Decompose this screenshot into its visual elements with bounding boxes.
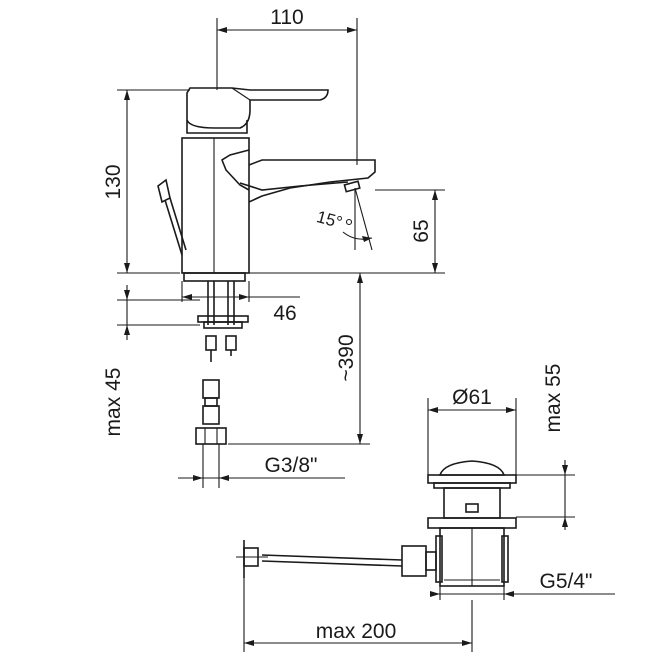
dimension-hose-length: ~390 bbox=[228, 273, 370, 445]
dimension-width-top: 110 bbox=[216, 6, 358, 165]
dimension-waste-diameter: Ø61 bbox=[427, 386, 517, 475]
dimension-height-body: 130 bbox=[102, 89, 190, 274]
dimension-inlet-thread: G3/8" bbox=[178, 444, 345, 488]
dim-label-130: 130 bbox=[102, 164, 125, 199]
dimension-spout-height: 65 bbox=[249, 189, 445, 274]
dim-label-46: 46 bbox=[273, 302, 296, 325]
dimension-angle: 15° bbox=[315, 187, 373, 251]
faucet-body bbox=[157, 87, 376, 282]
dim-label-max-45: max 45 bbox=[102, 368, 125, 437]
dimension-waste-thread: G5/4" bbox=[430, 570, 615, 600]
dim-label-110: 110 bbox=[270, 6, 303, 29]
dim-label-g54: G5/4" bbox=[540, 570, 593, 593]
dim-label-65: 65 bbox=[410, 219, 433, 242]
dimension-max-55: max 55 bbox=[516, 364, 575, 530]
waste-assembly bbox=[236, 460, 517, 587]
inlet-assembly: 46 bbox=[181, 281, 300, 445]
dim-label-g38: G3/8" bbox=[265, 454, 318, 477]
dim-label-d61: Ø61 bbox=[452, 386, 492, 409]
dimension-max-45: max 45 bbox=[102, 285, 200, 436]
dim-label-15: 15° bbox=[315, 207, 345, 232]
dim-label-max-200: max 200 bbox=[316, 620, 397, 643]
dimension-rod-length: max 200 bbox=[243, 578, 473, 652]
dim-label-max-55: max 55 bbox=[542, 364, 565, 433]
dim-label-390: ~390 bbox=[335, 334, 358, 381]
